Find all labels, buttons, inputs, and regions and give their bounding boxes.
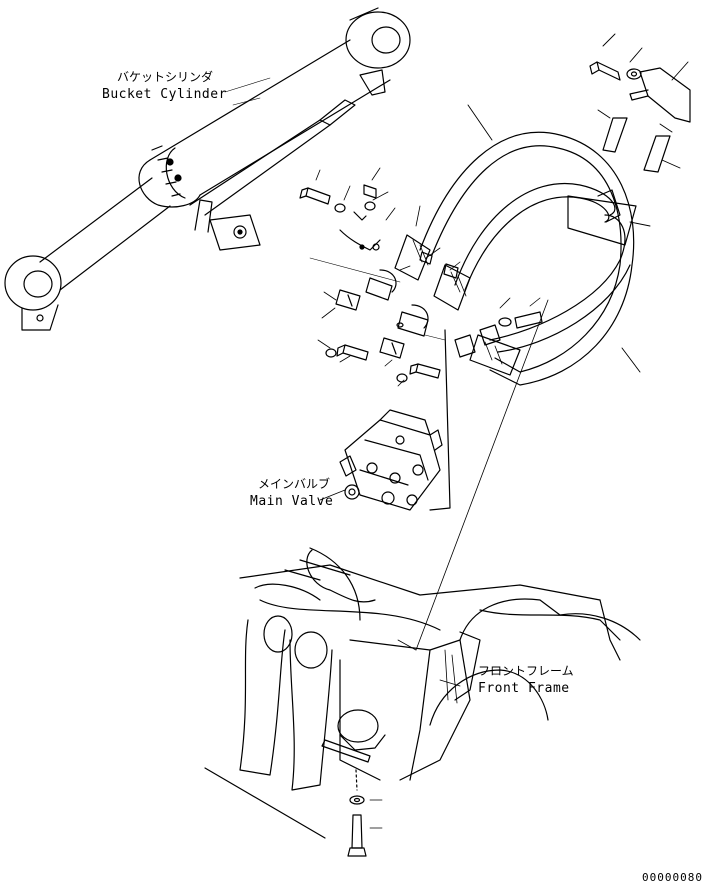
bucket-cylinder-label-en: Bucket Cylinder xyxy=(102,87,227,102)
front-frame-label-en: Front Frame xyxy=(478,681,570,696)
hoses xyxy=(394,104,651,386)
main-valve-label-jp: メインバルブ xyxy=(258,477,331,491)
hose-bracket-hardware xyxy=(589,33,691,173)
bucket-cylinder-label-jp: バケットシリンダ xyxy=(117,70,214,84)
main-valve-label-en: Main Valve xyxy=(250,494,334,509)
front-frame-drawing xyxy=(204,547,641,857)
main-valve-drawing xyxy=(319,329,451,511)
small-parts xyxy=(299,167,543,387)
bucket-cylinder-drawing xyxy=(4,7,411,331)
hose-fittings xyxy=(365,269,501,358)
drawing-number: 00000080 xyxy=(642,871,703,884)
front-frame-label-jp: フロントフレーム xyxy=(478,664,574,678)
